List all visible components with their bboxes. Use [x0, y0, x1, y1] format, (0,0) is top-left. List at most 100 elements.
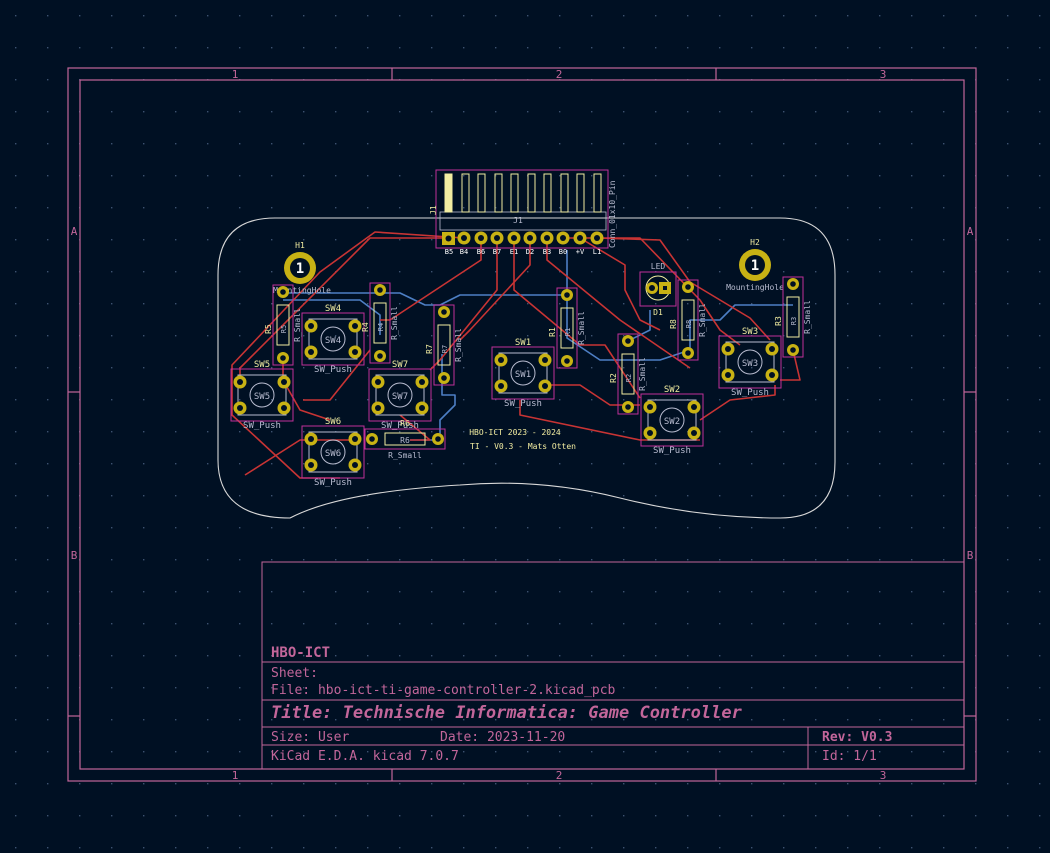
mounting-hole-h2[interactable]: 1 H2 MountingHole — [726, 238, 784, 292]
board-silk-line2: TI - V0.3 - Mats Otten — [470, 442, 576, 451]
connector-courtyard — [435, 169, 609, 249]
switch-ref: SW6 — [325, 417, 341, 427]
switch-value: SW_Push — [314, 478, 352, 488]
resistor-courtyard — [617, 333, 639, 415]
resistor-pad-hole — [435, 436, 441, 442]
switch-value: SW_Push — [731, 388, 769, 398]
resistor-pad-hole — [564, 292, 570, 298]
title-block — [261, 561, 965, 770]
resistor-courtyard — [364, 428, 446, 450]
switch-pad-hole — [542, 383, 548, 389]
switch-pad-hole — [281, 405, 287, 411]
switch-pad-hole — [498, 357, 504, 363]
resistor-value: R_Small — [803, 300, 812, 334]
col-label-top-3: 3 — [880, 68, 887, 81]
switch-ref: SW4 — [325, 304, 341, 314]
pin-label: L1 — [593, 248, 601, 256]
connector-j1[interactable]: B5 B4 B6 B7 E1 D2 B3 B0 +V L1 J1 J1 Conn… — [429, 169, 617, 256]
resistor-ref: R7 — [425, 344, 434, 354]
switch-body — [308, 318, 358, 360]
switch-fab-ref: SW6 — [325, 449, 341, 459]
resistor-value: R_Small — [698, 303, 707, 337]
switch-ref: SW5 — [254, 360, 270, 370]
mounting-hole-value: MountingHole — [273, 286, 331, 295]
mounting-hole-h1[interactable]: 1 H1 MountingHole — [273, 241, 331, 295]
switch-fab-ref: SW4 — [325, 336, 341, 346]
resistor-fab-ref: R7 — [441, 345, 449, 353]
switch-layer: SW1SW1SW_PushSW2SW2SW_PushSW3SW3SW_PushS… — [230, 304, 782, 488]
resistor-courtyard — [272, 284, 294, 366]
switch-actuator — [320, 439, 346, 465]
resistor-pad-hole — [564, 358, 570, 364]
resistor-fab-ref: R2 — [625, 374, 633, 382]
led-d1[interactable]: LED D1 — [639, 262, 677, 317]
led-ref: D1 — [653, 308, 663, 317]
resistor-pad-hole — [280, 355, 286, 361]
switch-pad-hole — [308, 462, 314, 468]
col-label-bottom-1: 1 — [232, 769, 239, 782]
resistor-pad-hole — [625, 404, 631, 410]
switch-courtyard — [368, 368, 432, 422]
resistor-pad-hole — [441, 375, 447, 381]
resistor-courtyard — [677, 279, 699, 361]
switch-actuator — [387, 382, 413, 408]
switch-pad-hole — [419, 379, 425, 385]
title-block-rev: Rev: V0.3 — [822, 730, 892, 745]
pin-label: B4 — [460, 248, 468, 256]
resistor-pad-hole — [369, 436, 375, 442]
resistor-courtyard — [433, 304, 455, 386]
led-courtyard — [639, 271, 677, 307]
switch-body — [308, 431, 358, 473]
resistor-ref: R3 — [774, 316, 783, 326]
switch-pad-hole — [352, 462, 358, 468]
resistor-value: R_Small — [388, 451, 422, 460]
connector-pin-labels: B5 B4 B6 B7 E1 D2 B3 B0 +V L1 — [445, 248, 601, 256]
switch-pad-hole — [691, 430, 697, 436]
pin-label: +V — [576, 248, 585, 256]
resistor-pad-hole — [790, 347, 796, 353]
switch-pad-hole — [352, 349, 358, 355]
switch-fab-ref: SW3 — [742, 359, 758, 369]
resistor-ref: R5 — [264, 324, 273, 334]
resistor-fab-ref: R5 — [280, 325, 288, 333]
switch-body — [498, 352, 548, 394]
resistor-body — [437, 324, 451, 366]
switch-pad-hole — [769, 346, 775, 352]
switch-actuator — [737, 349, 763, 375]
resistor-pad-hole — [790, 281, 796, 287]
switch-fab-ref: SW7 — [392, 392, 408, 402]
title-block-text: HBO-ICT Sheet: File: hbo-ict-ti-game-con… — [271, 645, 892, 764]
switch-actuator — [320, 326, 346, 352]
pin-label: B6 — [477, 248, 485, 256]
switch-pad-hole — [352, 323, 358, 329]
resistor-courtyard — [369, 282, 391, 364]
switch-pad-hole — [308, 323, 314, 329]
resistor-body — [276, 304, 290, 346]
resistor-ref: R6 — [400, 419, 410, 428]
resistor-pad-hole — [685, 350, 691, 356]
col-label-top-1: 1 — [232, 68, 239, 81]
led-value: LED — [651, 262, 666, 271]
pin-label: B7 — [493, 248, 501, 256]
resistor-value: R_Small — [390, 306, 399, 340]
resistor-value: R_Small — [577, 311, 586, 345]
title-block-date: Date: 2023-11-20 — [440, 730, 565, 745]
resistor-fab-ref: R8 — [685, 320, 693, 328]
